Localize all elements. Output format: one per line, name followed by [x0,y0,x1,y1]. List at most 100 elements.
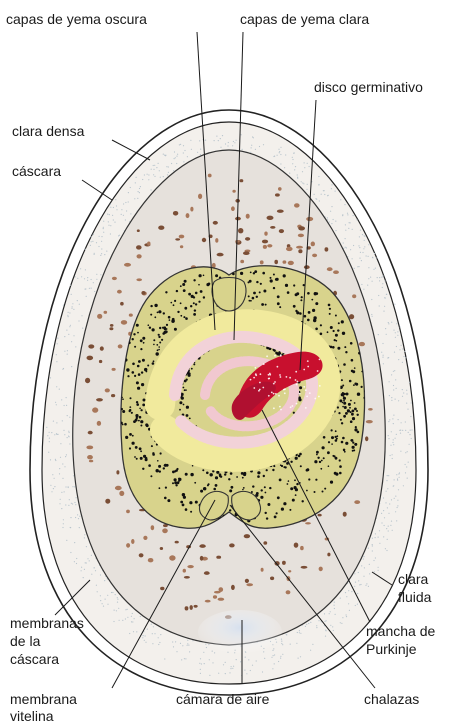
dark-yolk-dot [125,436,128,439]
fluid-dot [72,503,73,504]
white-speck [266,355,268,357]
dark-yolk-dot [179,409,181,411]
dark-yolk-dot [294,486,297,489]
white-speck [295,379,297,381]
fluid-dot [333,630,334,631]
fluid-dot [54,478,55,479]
fluid-dot [77,278,78,279]
fluid-dot [218,673,219,674]
dark-yolk-dot [301,296,303,298]
dark-yolk-dot [276,278,279,281]
dark-yolk-dot [338,322,340,324]
dark-yolk-dot [307,292,310,295]
albumen-speckle [232,190,235,193]
fluid-dot [396,323,397,324]
albumen-speckle [368,408,373,411]
fluid-dot [390,445,391,446]
dark-yolk-dot [354,408,357,411]
fluid-dot [328,195,329,196]
albumen-speckle [87,356,94,361]
fluid-dot [334,602,335,603]
fluid-dot [64,434,65,435]
fluid-dot [63,523,64,524]
fluid-dot [87,277,88,278]
fluid-dot [390,525,391,526]
fluid-dot [49,438,50,439]
dark-yolk-dot [315,302,318,305]
fluid-dot [200,669,201,670]
fluid-dot [191,149,192,150]
fluid-dot [326,630,327,631]
dark-yolk-dot [337,406,339,408]
fluid-dot [263,651,264,652]
fluid-dot [81,315,82,316]
dark-yolk-dot [193,279,195,281]
fluid-dot [349,222,350,223]
fluid-dot [280,154,281,155]
fluid-dot [411,438,412,439]
fluid-dot [285,154,286,155]
albumen-speckle [86,446,93,450]
albumen-speckle [194,605,198,608]
albumen-speckle [294,203,300,207]
fluid-dot [55,459,56,460]
fluid-dot [345,238,346,239]
fluid-dot [353,215,354,216]
dark-yolk-dot [138,373,141,376]
fluid-dot [316,199,317,200]
dark-yolk-dot [306,469,309,472]
dark-yolk-dot [352,417,355,420]
fluid-dot [148,174,149,175]
dark-yolk-dot [342,437,345,440]
dark-yolk-dot [194,482,196,484]
fluid-dot [90,245,91,246]
dark-yolk-dot [190,511,192,513]
white-speck [279,406,281,408]
albumen-speckle [96,398,103,401]
white-speck [275,393,277,395]
dark-yolk-dot [231,486,234,489]
dark-yolk-dot [320,468,322,470]
fluid-dot [206,647,207,648]
dark-yolk-dot [274,516,277,519]
fluid-dot [125,219,126,220]
dark-yolk-dot [163,467,165,469]
fluid-dot [398,473,399,474]
fluid-dot [391,521,392,522]
fluid-dot [67,350,68,351]
dark-yolk-dot [219,475,221,477]
fluid-dot [57,343,58,344]
albumen-speckle [205,600,211,603]
dark-yolk-dot [136,324,139,327]
fluid-dot [379,543,380,544]
fluid-dot [64,491,65,492]
dark-yolk-dot [166,324,168,326]
fluid-dot [393,415,394,416]
dark-yolk-dot [129,433,132,436]
dark-yolk-dot [136,401,138,403]
fluid-dot [280,658,281,659]
dark-yolk-dot [274,350,276,352]
fluid-dot [289,173,290,174]
fluid-dot [379,530,380,531]
fluid-dot [399,472,400,473]
dark-yolk-dot [183,387,185,389]
dark-yolk-dot [137,387,140,390]
white-speck [280,355,282,357]
fluid-dot [360,584,361,585]
fluid-dot [233,141,234,142]
fluid-dot [200,658,201,659]
fluid-dot [400,433,401,434]
fluid-dot [74,502,75,503]
white-speck [299,393,301,395]
albumen-speckle [235,240,240,243]
fluid-dot [388,526,389,527]
dark-yolk-dot [130,397,132,399]
fluid-dot [278,149,279,150]
albumen-speckle [298,226,305,230]
fluid-dot [188,645,189,646]
white-speck [263,363,265,365]
dark-yolk-dot [185,508,188,511]
fluid-dot [67,354,68,355]
fluid-dot [361,260,362,261]
